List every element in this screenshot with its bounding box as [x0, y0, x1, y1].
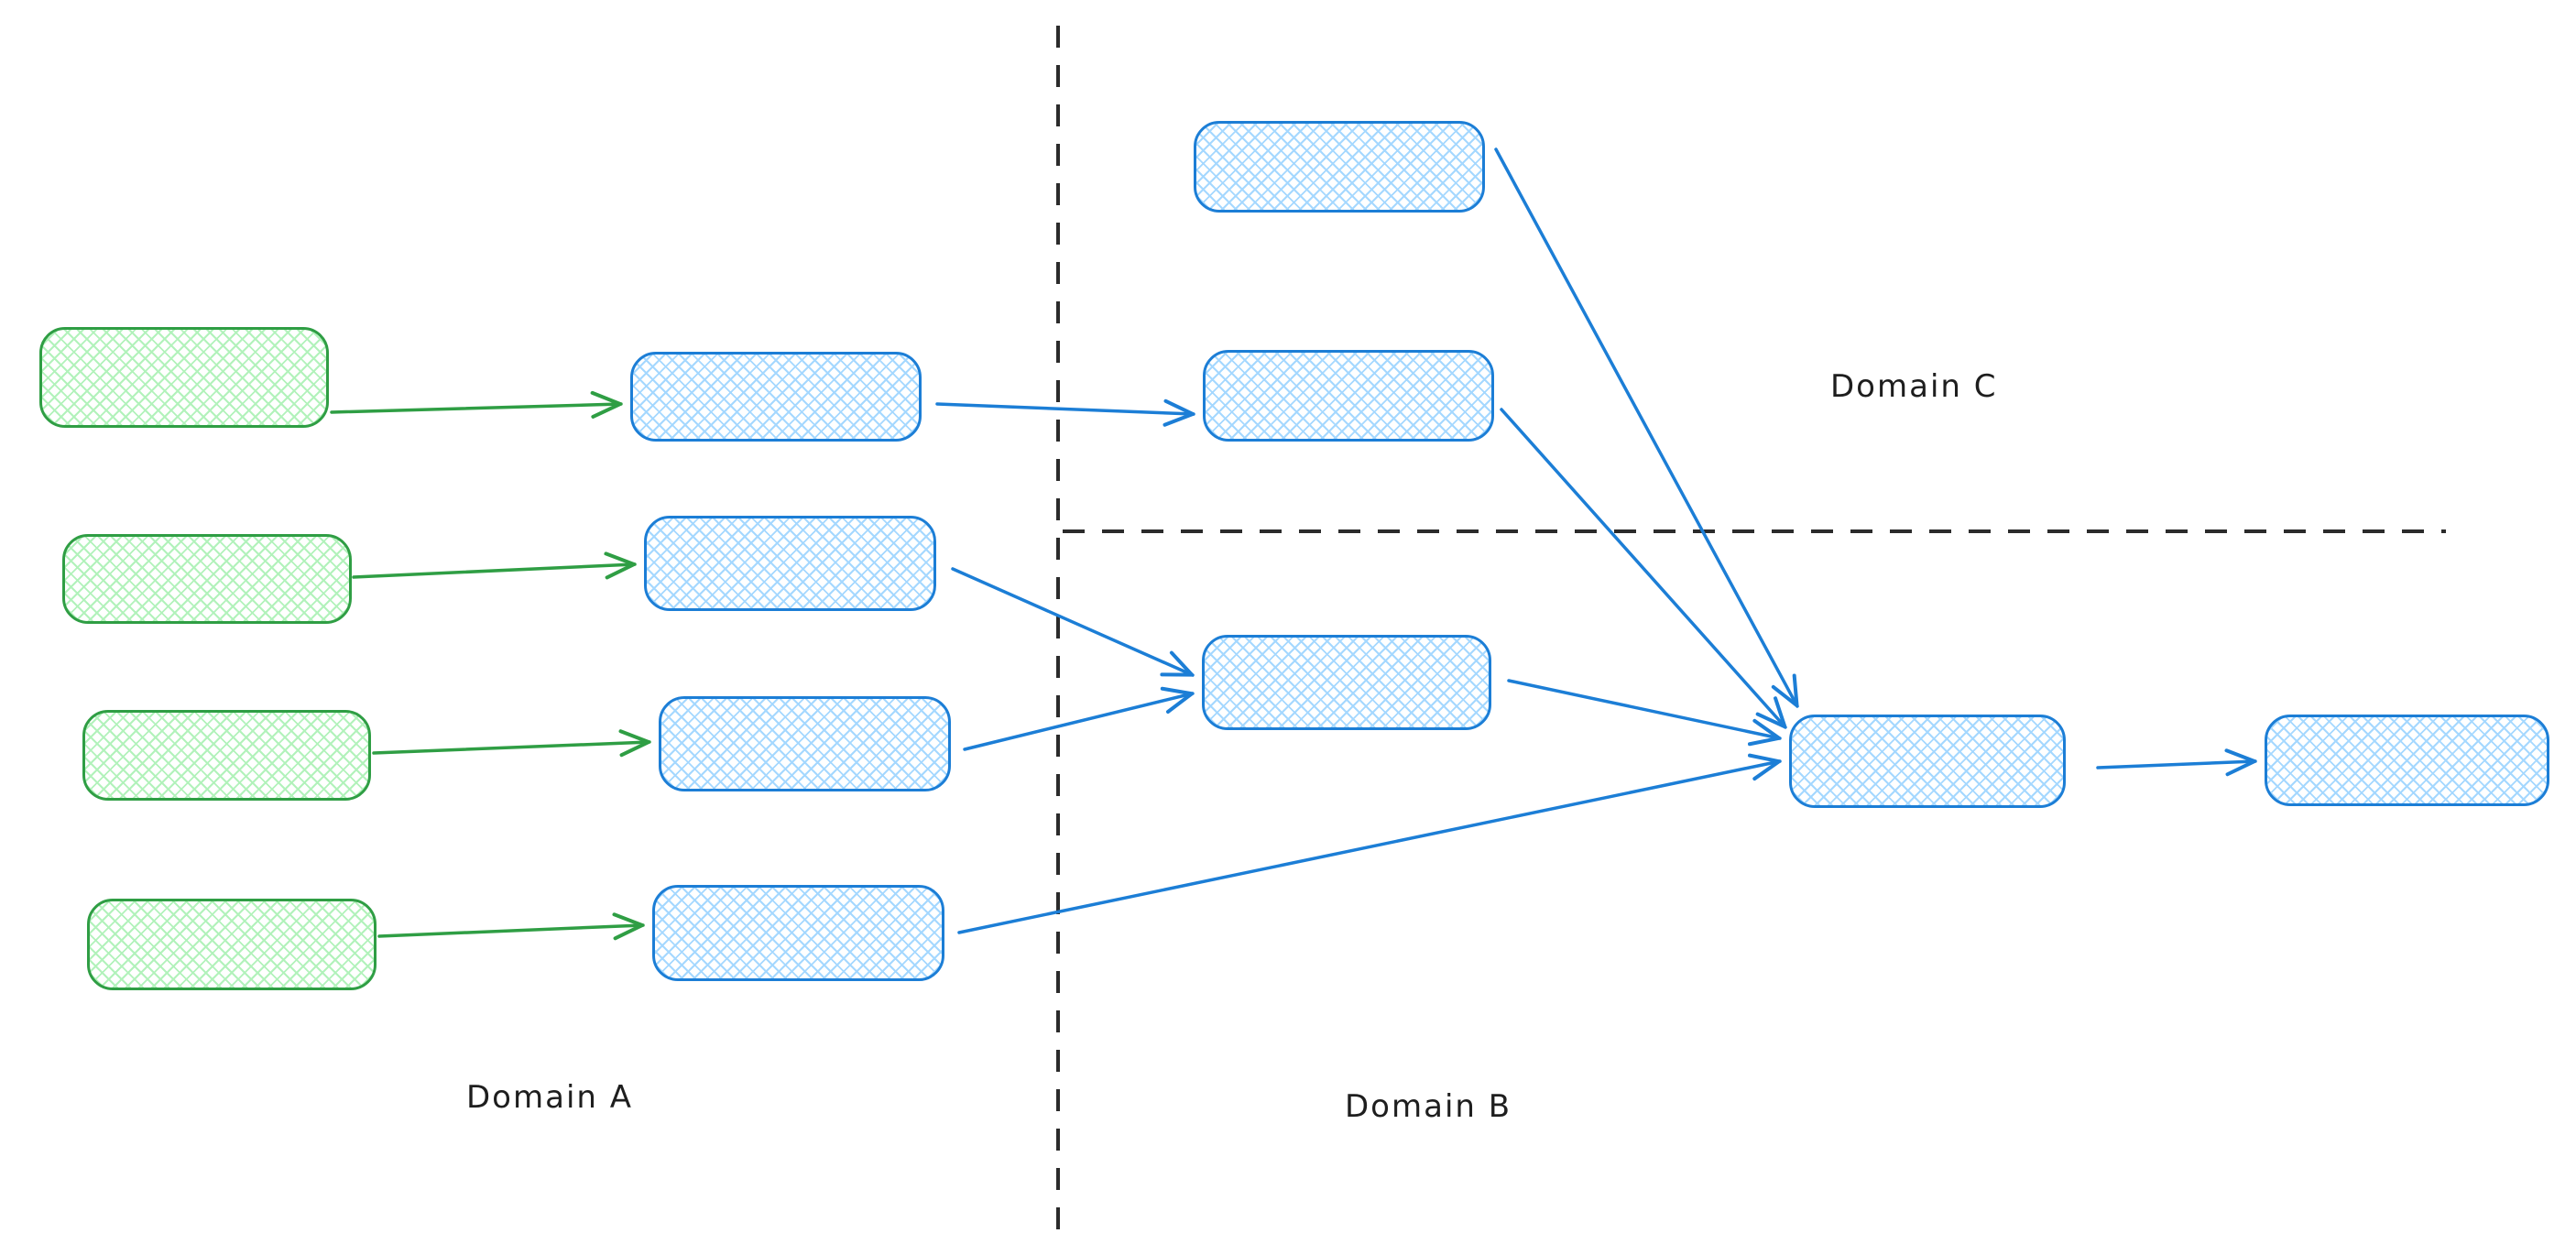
domain-b-label: Domain B	[1345, 1088, 1512, 1125]
node-source-4	[87, 899, 377, 990]
node-source-1	[39, 327, 329, 428]
node-stage-a1	[630, 352, 922, 442]
node-output	[2265, 715, 2549, 806]
node-domain-c-top	[1194, 121, 1485, 213]
node-merge-b	[1202, 635, 1491, 730]
domain-c-label: Domain C	[1830, 368, 1998, 405]
node-hub	[1789, 715, 2066, 808]
domain-a-label: Domain A	[466, 1079, 633, 1116]
node-stage-a4	[652, 885, 944, 981]
node-source-2	[62, 534, 352, 624]
node-stage-a3	[659, 696, 951, 791]
node-source-3	[82, 710, 371, 801]
node-stage-a2	[644, 516, 936, 611]
node-domain-c-mid	[1203, 350, 1494, 442]
